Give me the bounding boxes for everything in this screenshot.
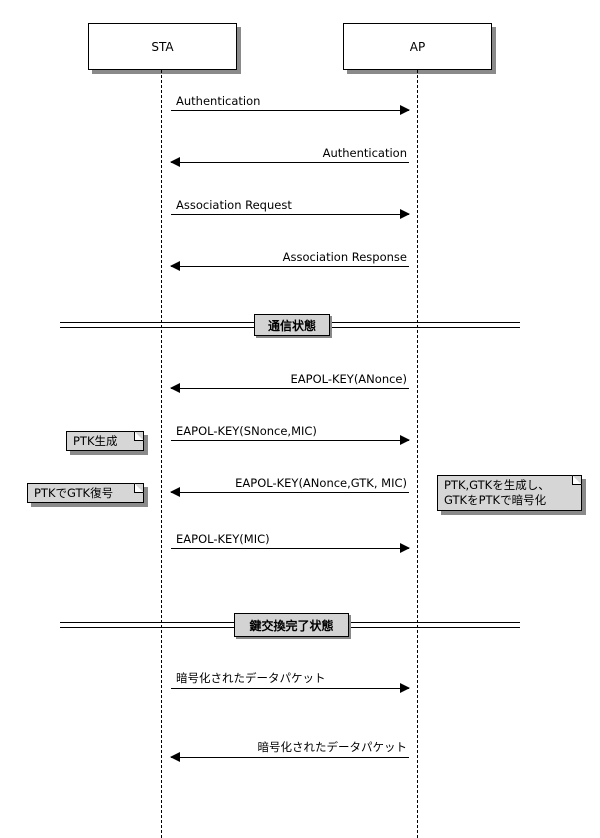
message-authentication-response: Authentication xyxy=(170,146,409,167)
actor-ap: AP xyxy=(343,23,492,70)
message-label: EAPOL-KEY(ANonce) xyxy=(290,372,407,386)
message-association-response: Association Response xyxy=(170,250,409,271)
message-label: 暗号化されたデータパケット xyxy=(176,671,326,685)
arrow-left-icon xyxy=(170,752,180,762)
lifeline-sta xyxy=(161,70,162,838)
message-eapol-3: EAPOL-KEY(ANonce,GTK, MIC) xyxy=(170,476,409,497)
message-eapol-1: EAPOL-KEY(ANonce) xyxy=(170,372,409,393)
message-label: Authentication xyxy=(322,146,407,160)
note-fold-icon xyxy=(572,475,582,485)
message-authentication-request: Authentication xyxy=(171,94,410,115)
lifeline-ap xyxy=(417,70,418,838)
message-label: EAPOL-KEY(SNonce,MIC) xyxy=(176,424,317,438)
message-encrypted-data-sta-to-ap: 暗号化されたデータパケット xyxy=(171,671,410,693)
state-communication: 通信状態 xyxy=(254,314,330,336)
arrow-left-icon xyxy=(170,383,180,393)
message-encrypted-data-ap-to-sta: 暗号化されたデータパケット xyxy=(170,740,409,762)
note-fold-icon xyxy=(134,483,144,493)
message-label: Association Request xyxy=(176,198,292,212)
state-label: 鍵交換完了状態 xyxy=(249,618,334,633)
message-label: Authentication xyxy=(176,94,261,108)
arrow-left-icon xyxy=(170,261,180,271)
note-fold-icon xyxy=(134,431,144,441)
actor-ap-label: AP xyxy=(409,39,426,54)
message-label: 暗号化されたデータパケット xyxy=(257,740,408,754)
arrow-right-icon xyxy=(400,543,410,553)
note-text-line2: GTKをPTKで暗号化 xyxy=(444,493,547,507)
note-text: PTK生成 xyxy=(73,434,118,448)
message-eapol-2: EAPOL-KEY(SNonce,MIC) xyxy=(171,424,410,445)
message-label: Association Response xyxy=(282,250,407,264)
message-label: EAPOL-KEY(MIC) xyxy=(176,532,270,546)
message-eapol-4: EAPOL-KEY(MIC) xyxy=(171,532,410,553)
message-association-request: Association Request xyxy=(171,198,410,219)
actor-sta-label: STA xyxy=(151,39,174,54)
message-label: EAPOL-KEY(ANonce,GTK, MIC) xyxy=(235,476,407,490)
note-text: PTKでGTK復号 xyxy=(34,486,114,500)
arrow-right-icon xyxy=(400,435,410,445)
arrow-left-icon xyxy=(170,157,180,167)
state-label: 通信状態 xyxy=(267,318,316,333)
state-key-exchange-complete: 鍵交換完了状態 xyxy=(234,613,349,637)
arrow-left-icon xyxy=(170,487,180,497)
note-ptk-generate: PTK生成 xyxy=(66,431,144,451)
note-gtk-decrypt: PTKでGTK復号 xyxy=(27,483,144,503)
actor-sta: STA xyxy=(88,23,237,70)
arrow-right-icon xyxy=(400,683,410,693)
note-text-line1: PTK,GTKを生成し、 xyxy=(444,478,550,492)
arrow-right-icon xyxy=(400,209,410,219)
note-ap-gtk-encrypt: PTK,GTKを生成し、 GTKをPTKで暗号化 xyxy=(437,475,582,511)
arrow-right-icon xyxy=(400,105,410,115)
